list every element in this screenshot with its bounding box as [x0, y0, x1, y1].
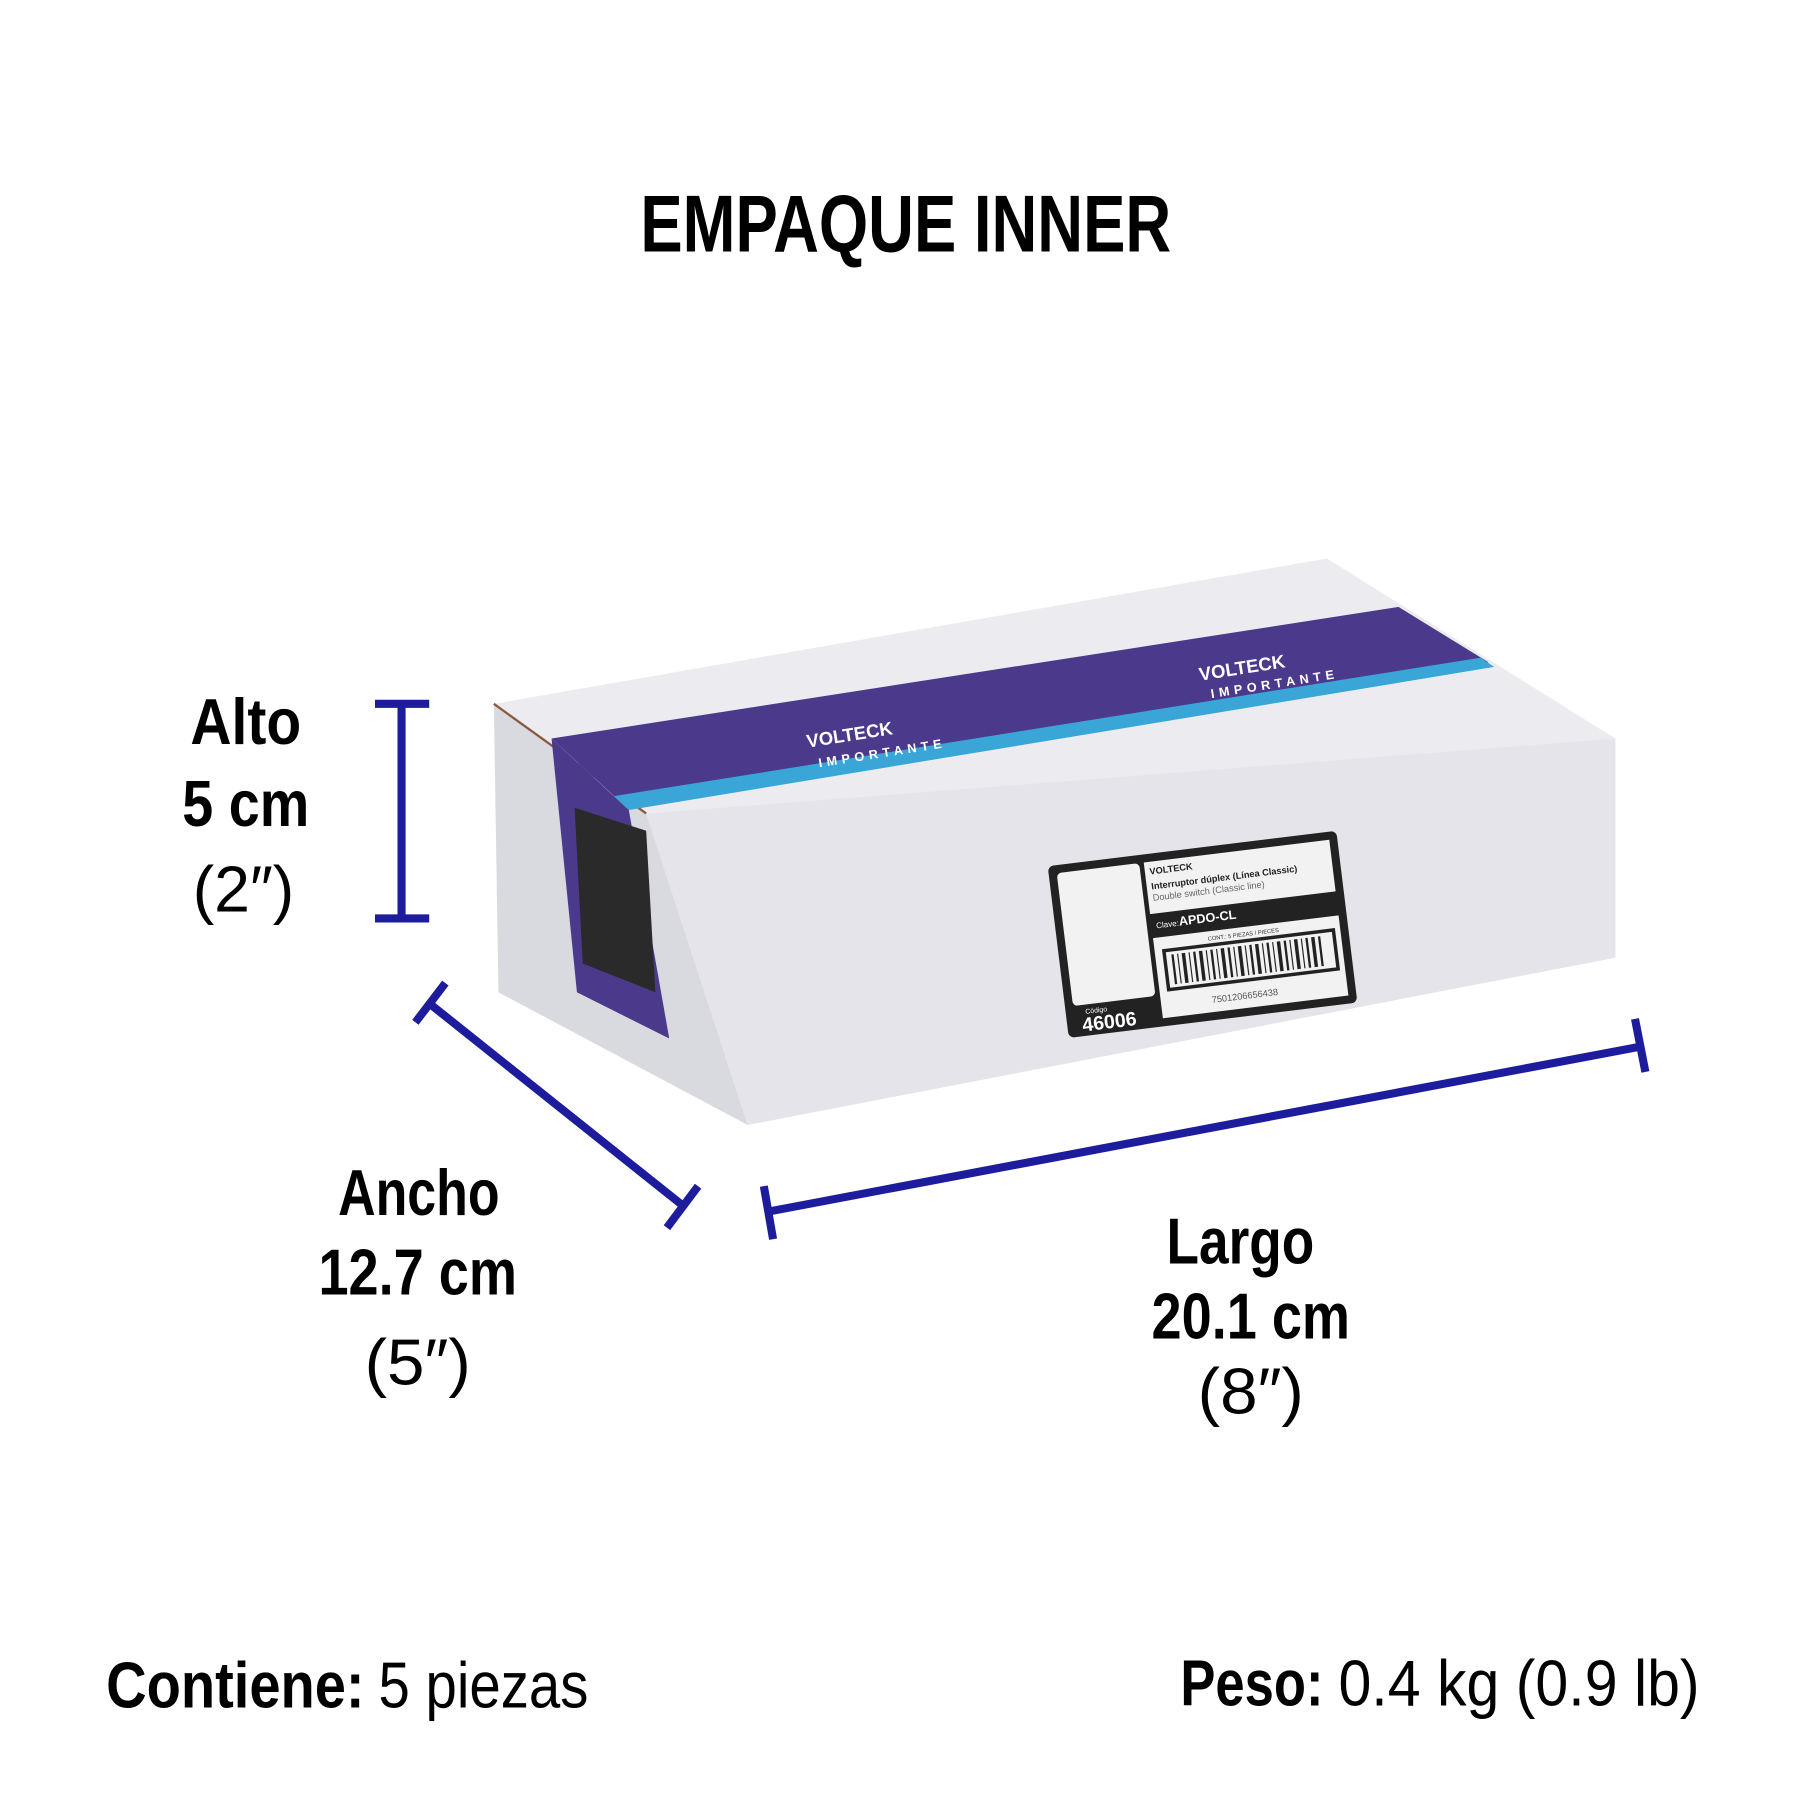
box-illustration: VOLTECK IMPORTANTE VOLTECK IMPORTANTE VO… [493, 558, 1616, 1125]
contains-value: 5 piezas [378, 1650, 588, 1722]
ancho-metric: 12.7 cm [318, 1237, 516, 1309]
page-title: EMPAQUE INNER [640, 180, 1171, 270]
svg-text:Clave:: Clave: [1156, 919, 1180, 931]
largo-label: Largo [1167, 1205, 1315, 1277]
largo-dimension-line [759, 1018, 1650, 1240]
barcode [1171, 936, 1324, 985]
weight-label: Peso: [1180, 1647, 1323, 1719]
ancho-label: Ancho [338, 1157, 500, 1229]
tape-stripe [613, 657, 1495, 810]
contains-label: Contiene: [106, 1650, 364, 1722]
alto-metric: 5 cm [182, 768, 309, 840]
product-label: VOLTECK Interruptor dúplex (Línea Classi… [1048, 831, 1357, 1038]
svg-text:APDO-CL: APDO-CL [1178, 908, 1237, 929]
side-label [574, 807, 656, 993]
tape-top [551, 606, 1489, 805]
largo-metric: 20.1 cm [1152, 1280, 1350, 1352]
largo-imperial: (8″) [1198, 1355, 1304, 1427]
ancho-imperial: (5″) [365, 1327, 471, 1399]
alto-dimension-line [374, 699, 430, 923]
ancho-dimension-line [412, 980, 702, 1231]
alto-imperial: (2″) [193, 854, 295, 926]
svg-text:Código: Código [1085, 1006, 1108, 1016]
alto-label: Alto [190, 686, 301, 758]
weight-value: 0.4 kg (0.9 lb) [1338, 1647, 1699, 1719]
